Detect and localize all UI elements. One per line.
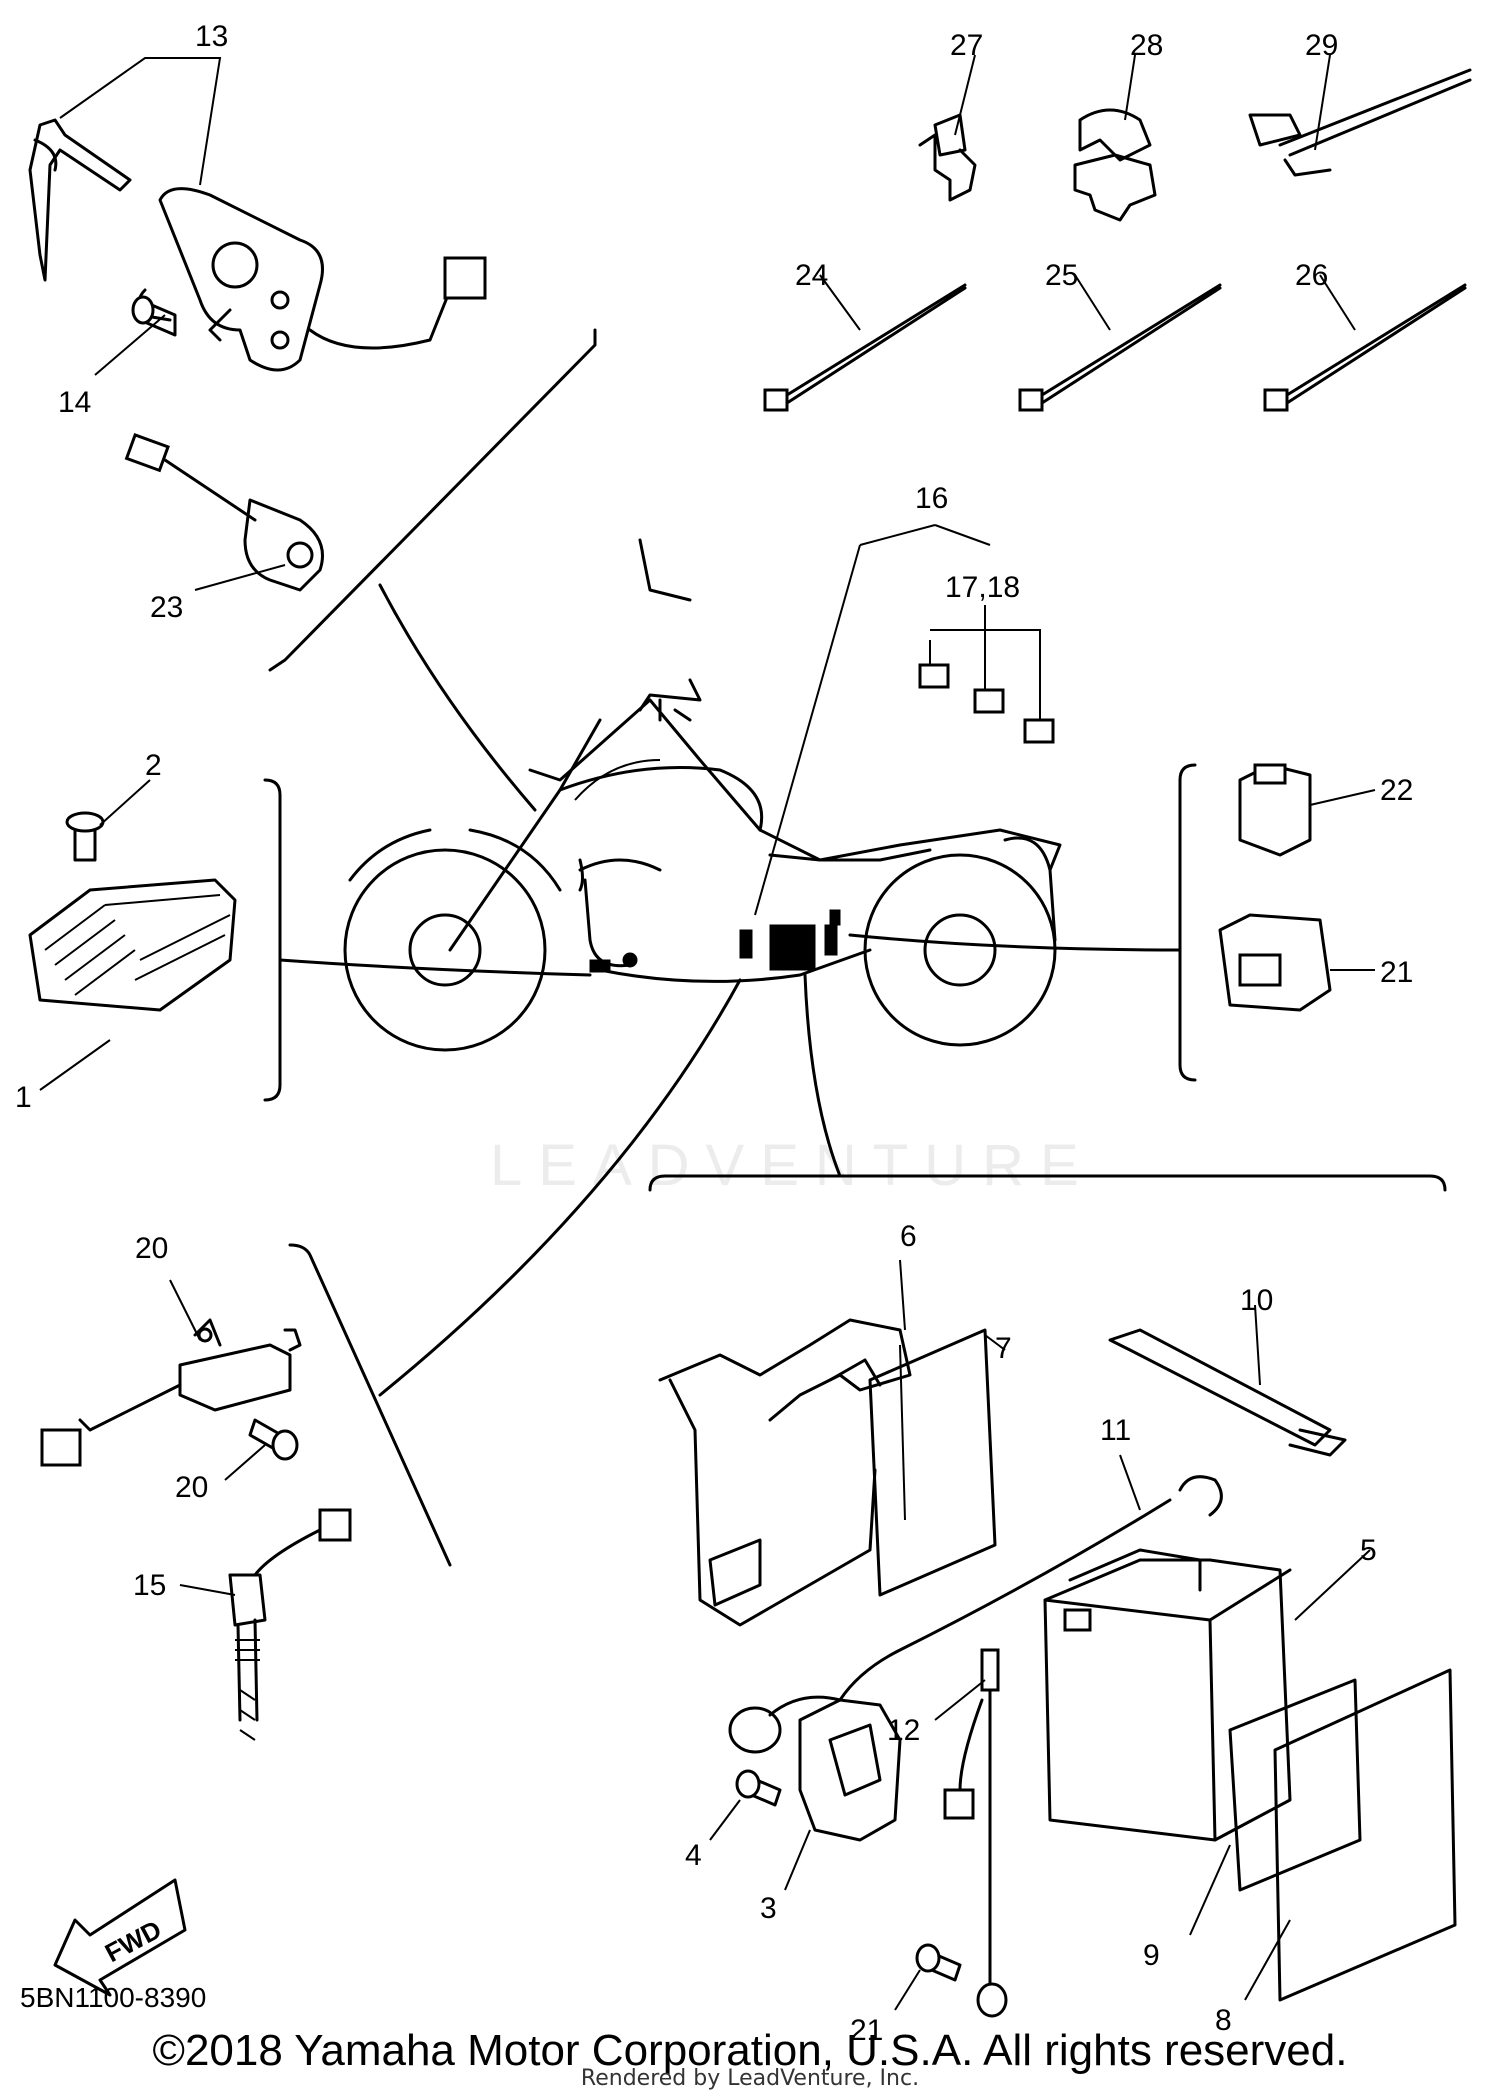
label-part-21: 21 bbox=[1380, 956, 1413, 989]
label-part-10: 10 bbox=[1240, 1284, 1273, 1317]
bracket-bottom-right bbox=[648, 1174, 1447, 1192]
label-part-6: 6 bbox=[900, 1220, 917, 1253]
part-25-cable-tie bbox=[1018, 274, 1222, 412]
part-14-screw bbox=[94, 295, 177, 376]
label-part-25: 25 bbox=[1045, 259, 1078, 292]
part-11-battery-lead bbox=[728, 1454, 1223, 1754]
diagram-code: 5BN1100-8390 bbox=[20, 1982, 207, 2013]
part-6-battery-bracket bbox=[658, 1259, 912, 1627]
part-27-clip bbox=[918, 54, 977, 202]
label-part-19: 20 bbox=[135, 1232, 168, 1265]
label-part-22: 22 bbox=[1380, 774, 1413, 807]
line-16-leader bbox=[859, 524, 991, 546]
label-part-23: 23 bbox=[150, 591, 183, 624]
fwd-arrow: FWD bbox=[53, 1878, 187, 1997]
label-part-4: 4 bbox=[685, 1839, 702, 1872]
part-20-screw-right bbox=[894, 1943, 962, 2011]
bracket-right bbox=[1178, 763, 1197, 1082]
line-to-bracket-top-left bbox=[378, 583, 537, 812]
label-part-26: 26 bbox=[1295, 259, 1328, 292]
part-20-screw-left bbox=[224, 1418, 299, 1481]
line-to-bracket-right bbox=[848, 933, 1182, 952]
label-part-1: 1 bbox=[15, 1081, 32, 1114]
label-part-20-right: 21 bbox=[850, 2014, 883, 2047]
part-3-relay bbox=[784, 1698, 902, 1891]
line-to-bracket-bottom-left bbox=[378, 978, 742, 1397]
bracket-left bbox=[263, 778, 282, 1102]
label-part-2: 2 bbox=[145, 749, 162, 782]
label-part-20-left: 20 bbox=[175, 1471, 208, 1504]
part-1-rectifier-regulator bbox=[28, 878, 237, 1091]
part-24-cable-tie bbox=[763, 274, 967, 412]
label-part-16: 16 bbox=[915, 482, 948, 515]
part-2-bolt bbox=[65, 779, 151, 862]
label-part-3: 3 bbox=[760, 1892, 777, 1925]
bracket-top-left bbox=[268, 328, 597, 672]
part-19-switch bbox=[40, 1279, 302, 1467]
bracket-bottom-left bbox=[288, 1243, 452, 1567]
label-part-24: 24 bbox=[795, 259, 828, 292]
watermark-text: LEADVENTURE bbox=[490, 1133, 1095, 1198]
line-to-bracket-bottom-right bbox=[803, 973, 842, 1178]
part-10-battery-band bbox=[1108, 1304, 1347, 1457]
line-to-bracket-left bbox=[278, 958, 592, 977]
part-17-18-fuses bbox=[918, 605, 1055, 744]
label-part-5: 5 bbox=[1360, 1534, 1377, 1567]
part-21-relay bbox=[1218, 913, 1375, 1012]
label-part-11: 11 bbox=[1100, 1414, 1131, 1447]
label-part-12: 12 bbox=[887, 1714, 920, 1747]
part-23-switch bbox=[124, 432, 324, 592]
copyright-notice: ©2018 Yamaha Motor Corporation, U.S.A. A… bbox=[152, 2026, 1348, 2075]
label-part-27: 27 bbox=[950, 29, 983, 62]
label-part-8: 8 bbox=[1215, 2004, 1232, 2037]
part-12-battery-lead bbox=[934, 1648, 1008, 2018]
part-26-cable-tie bbox=[1263, 274, 1467, 412]
rendered-by-notice: Rendered by LeadVenture, Inc. bbox=[580, 2066, 920, 2091]
part-28-clamp bbox=[1073, 54, 1157, 222]
label-part-15: 15 bbox=[133, 1569, 166, 1602]
part-13-main-switch bbox=[28, 57, 487, 372]
label-part-29: 29 bbox=[1305, 29, 1338, 62]
label-part-14: 14 bbox=[58, 386, 91, 419]
part-22-relay bbox=[1238, 763, 1376, 857]
part-8-pad bbox=[1244, 1668, 1457, 2002]
motorcycle-illustration bbox=[343, 538, 1062, 1052]
part-15-switch bbox=[179, 1508, 352, 1741]
part-29-clip-band bbox=[1248, 54, 1472, 177]
line-to-part-16 bbox=[754, 544, 861, 916]
part-5-battery bbox=[1043, 1548, 1371, 1842]
label-part-13: 13 bbox=[195, 20, 228, 53]
part-7-pad bbox=[868, 1328, 1006, 1597]
label-part-9: 9 bbox=[1143, 1939, 1160, 1972]
label-part-7: 7 bbox=[995, 1332, 1012, 1365]
label-part-28: 28 bbox=[1130, 29, 1163, 62]
part-4-screw bbox=[709, 1769, 782, 1841]
part-9-pad bbox=[1189, 1678, 1362, 1936]
label-part-17-18: 17,18 bbox=[945, 571, 1020, 604]
